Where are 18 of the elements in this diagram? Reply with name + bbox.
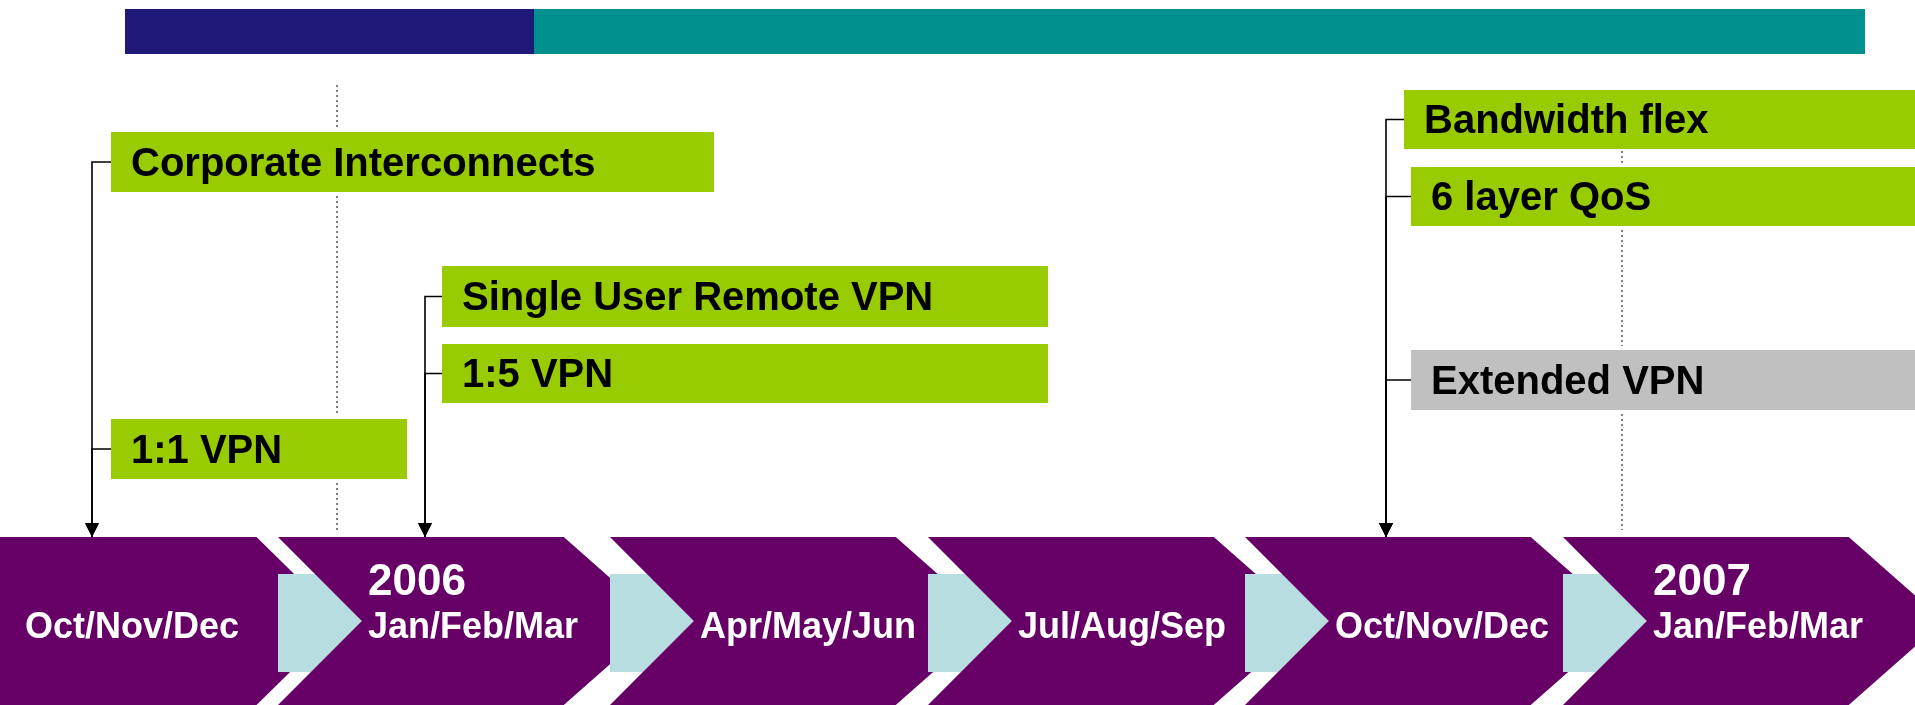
connector-arrow <box>418 372 443 538</box>
feature-box: 1:5 VPN <box>442 344 1048 403</box>
connector-arrow <box>85 448 112 538</box>
period-label: Oct/Nov/Dec <box>1335 605 1550 647</box>
period-label: Oct/Nov/Dec <box>25 605 240 647</box>
feature-box: Corporate Interconnects <box>111 132 714 192</box>
feature-box: Bandwidth flex <box>1404 90 1915 149</box>
connector-arrow <box>1379 379 1412 538</box>
period-label: Jan/Feb/Mar <box>368 605 579 647</box>
year-label: 2006 <box>368 555 466 605</box>
period-label: Jan/Feb/Mar <box>1653 605 1864 647</box>
feature-box: 1:1 VPN <box>111 419 407 479</box>
period-label: Jul/Aug/Sep <box>1018 605 1227 647</box>
period-label: Apr/May/Jun <box>700 605 917 647</box>
feature-box: 6 layer QoS <box>1411 167 1915 226</box>
feature-box: Single User Remote VPN <box>442 266 1048 327</box>
year-label: 2007 <box>1653 555 1751 605</box>
feature-box: Extended VPN <box>1411 350 1915 410</box>
